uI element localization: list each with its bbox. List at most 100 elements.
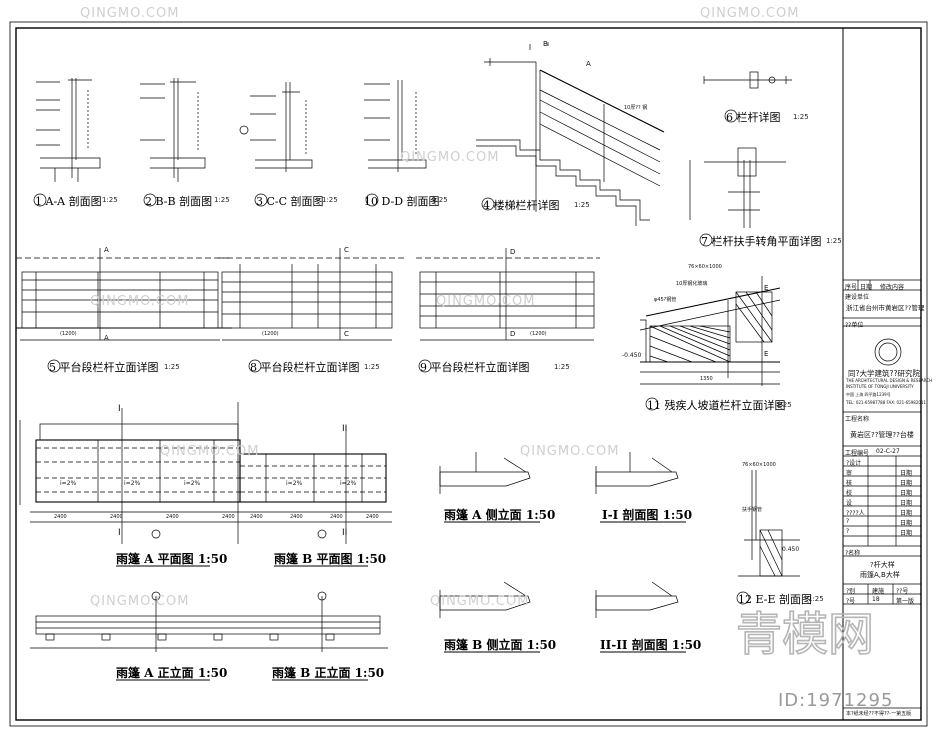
caption-corner-plan: 7 栏杆扶手转角平面详图 (701, 235, 822, 248)
note-size: 76×60×1000 (688, 264, 722, 270)
watermark-text: QINGMO.COM (520, 444, 620, 459)
dim-canopy-1: 2400 (54, 514, 67, 520)
caption-canopy-b-plan: 雨篷 B 平面图 1:50 (274, 552, 387, 566)
tb-bottom-3-key: ?号 (846, 598, 856, 605)
tb-row-4-key: 校 (846, 490, 853, 497)
caption-section-aa: 1 A-A 剖面图 (35, 195, 102, 208)
tb-row-4-val: 日期 (900, 490, 913, 497)
mark-ii-bottom: II (342, 528, 348, 538)
tb-bottom-1-val: 建施 (872, 588, 885, 595)
tb-row-8-key: ? (846, 528, 850, 535)
caption-ee-section: 12 E-E 剖面图 (738, 593, 812, 606)
caption-ramp-railing: 11 残疾人坡道栏杆立面详图 (647, 399, 786, 412)
note-top: 10厚?? 钢 (624, 105, 648, 111)
scale-corner: 1:25 (826, 237, 842, 245)
sheet-border (9, 21, 928, 727)
caption-canopy-a-plan: 雨篷 A 平面图 1:50 (116, 552, 228, 566)
tb-row-7-val: 日期 (900, 520, 913, 527)
caption-section-ii: II-II 剖面图 1:50 (600, 638, 702, 652)
caption-railing-detail: 6 栏杆详图 (726, 111, 781, 124)
tb-row-3-val: 日期 (900, 480, 913, 487)
institute-address: 中国 上海 四平路1239号 (846, 392, 891, 397)
ramp-railing-elevation (639, 276, 781, 386)
caption-platform-5: 5 平台段栏杆立面详图 (49, 361, 159, 374)
tb-row-2-val: 日期 (900, 470, 913, 477)
mark-a-top: A (104, 246, 109, 254)
slope-label-4: i=2% (286, 480, 303, 487)
watermark-text: QINGMO.COM (436, 294, 536, 309)
note-handrail: 扶手钢管 (742, 507, 763, 513)
mark-i-bottom: I (118, 528, 121, 538)
caption-canopy-b-side: 雨篷 B 侧立面 1:50 (444, 638, 557, 652)
mark-d-top: D (510, 248, 516, 256)
tb-row-5-key: 设 (846, 500, 853, 507)
dim-canopy-7: 2400 (330, 514, 343, 520)
note-size-ee: 76×60×1000 (742, 462, 776, 468)
tb-row-1-key: ?设计 (846, 460, 862, 467)
tb-row-8-val: 日期 (900, 530, 913, 537)
railing-detail-6 (703, 71, 792, 89)
tb-bottom-4-val: 第一版 (896, 598, 915, 605)
mark-a-bottom: A (104, 334, 109, 342)
dim-1200-b: (1200) (262, 331, 279, 337)
caption-platform-8: 8 平台段栏杆立面详图 (250, 361, 360, 374)
project-name: 黄岩区??管理??台楼 (850, 431, 914, 439)
slope-label-2: i=2% (124, 480, 141, 487)
caption-underlines (116, 521, 686, 681)
scale-platform-5: 1:25 (164, 363, 180, 371)
dim-1200-a: (1200) (60, 331, 77, 337)
scale-cc: 1:25 (322, 196, 338, 204)
sheet-label: ?名称 (845, 550, 861, 557)
platform-elevation-5 (16, 248, 232, 341)
dim-canopy-5: 2400 (250, 514, 263, 520)
scale-stair: 1:25 (574, 201, 590, 209)
stair-railing-detail (476, 42, 691, 226)
dim-1350: 1350 (700, 376, 713, 382)
client-name: 浙江省台州市黄岩区??管理 (846, 304, 925, 312)
scale-railing: 1:25 (793, 113, 809, 121)
institute-name: 同?大学建筑??研究院 (848, 369, 920, 378)
canopy-side-sections (439, 452, 679, 618)
slope-label-5: i=2% (340, 480, 357, 487)
mark-b: B (543, 40, 548, 48)
section-aa (36, 78, 101, 182)
dim-1200-c: (1200) (530, 331, 547, 337)
tb-bottom-1-key: ?别 (846, 588, 856, 595)
caption-section-dd: 10 D-D 剖面图 (364, 195, 440, 208)
watermark-text: QINGMO.COM (430, 594, 530, 609)
scale-aa: 1:25 (102, 196, 118, 204)
canopy-plans (19, 402, 392, 544)
dim-canopy-6: 2400 (290, 514, 303, 520)
note-pipe: φ45?钢管 (654, 297, 677, 303)
tb-row-3-key: 核 (846, 480, 853, 487)
svg-text:青模网: 青模网 (736, 607, 874, 661)
tb-bottom-2-key: ??号 (896, 588, 909, 595)
elev-ee: 0.450 (782, 546, 800, 553)
tb-row-5-val: 日期 (900, 500, 913, 507)
caption-canopy-a-side: 雨篷 A 侧立面 1:50 (444, 508, 556, 522)
tb-row-6-val: 日期 (900, 510, 913, 517)
job-no-label: 工程编号 (845, 450, 870, 457)
section-cc (239, 82, 313, 172)
mark-e-bottom: E (764, 350, 769, 358)
dim-canopy-8: 2400 (366, 514, 379, 520)
rev-col-date: 日期 (860, 284, 873, 291)
inner-border (15, 27, 922, 721)
tb-row-7-key: ? (846, 518, 850, 525)
slope-label-3: i=2% (184, 480, 201, 487)
dim-canopy-4: 2400 (222, 514, 235, 520)
scale-dd: 1:25 (432, 196, 448, 204)
watermark-text: QINGMO.COM (90, 294, 190, 309)
client-label: 建设单位 (845, 294, 870, 301)
elev-ramp: -0.450 (622, 352, 642, 359)
section-dd (364, 80, 427, 172)
caption-stair-railing: 4 楼梯栏杆详图 (483, 199, 560, 212)
mark-c-top: C (344, 246, 349, 254)
scale-platform-9: 1:25 (554, 363, 570, 371)
rev-col-no: 序号 (845, 284, 858, 291)
caption-canopy-a-front: 雨篷 A 正立面 1:50 (116, 666, 228, 680)
footer-note: 本?纸未经??不得??-一第五版 (846, 711, 912, 717)
title-block-lines (842, 28, 921, 720)
tb-bottom-3-val: 18 (872, 596, 880, 603)
